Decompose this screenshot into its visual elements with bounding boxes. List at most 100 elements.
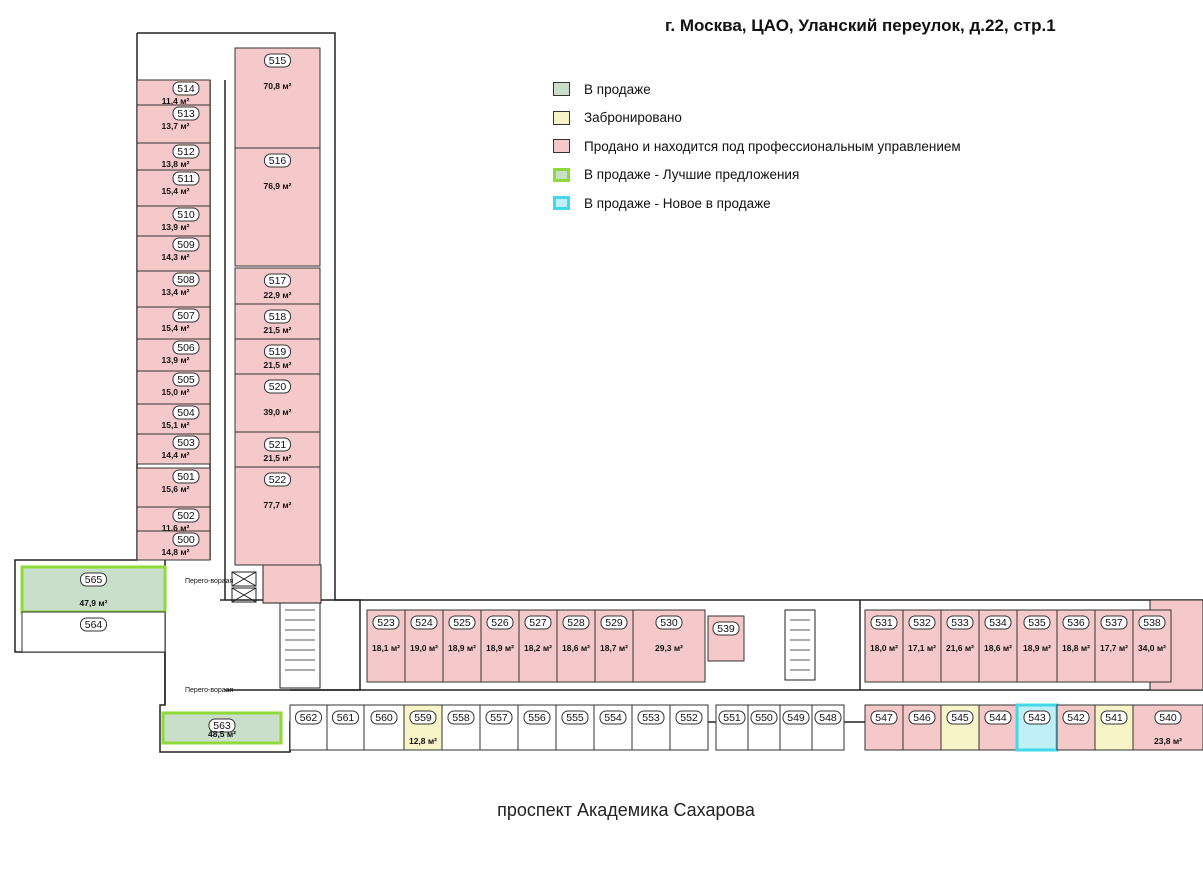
legend-swatch-sold xyxy=(553,139,570,154)
room-558[interactable]: 558 xyxy=(441,704,481,751)
room-number: 552 xyxy=(680,712,698,724)
room-area: 48,5 м² xyxy=(208,729,236,739)
room-area: 70,8 м² xyxy=(263,81,291,91)
room-561[interactable]: 561 xyxy=(326,704,365,751)
room-545[interactable]: 545 xyxy=(940,704,980,751)
room-560[interactable]: 560 xyxy=(363,704,405,751)
room-area: 17,7 м² xyxy=(1100,643,1128,653)
room-548[interactable]: 548 xyxy=(811,704,845,751)
room-number: 538 xyxy=(1143,617,1161,629)
room-555[interactable]: 555 xyxy=(555,704,595,751)
room-area: 39,0 м² xyxy=(263,407,291,417)
room-562[interactable]: 562 xyxy=(289,704,328,751)
room-543[interactable]: 543 xyxy=(1015,703,1059,752)
room-556[interactable]: 556 xyxy=(517,704,557,751)
room-number-badge xyxy=(561,710,589,725)
room-number: 517 xyxy=(269,275,287,287)
room-number: 550 xyxy=(755,712,773,724)
room-544[interactable]: 544 xyxy=(978,704,1018,751)
room-area: 18,7 м² xyxy=(600,643,628,653)
room-area: 18,6 м² xyxy=(984,643,1012,653)
room-number: 549 xyxy=(787,712,805,724)
room-550[interactable]: 550 xyxy=(747,704,781,751)
room-number: 564 xyxy=(85,619,103,631)
room-area: 15,1 м² xyxy=(161,420,189,430)
room-number-badge xyxy=(718,710,746,725)
room-number-badge xyxy=(80,572,107,587)
room-541[interactable]: 541 xyxy=(1094,704,1134,751)
room-549[interactable]: 549 xyxy=(779,704,813,751)
room-number-badge xyxy=(637,710,665,725)
room-number: 522 xyxy=(269,474,287,486)
room-number-badge xyxy=(1062,615,1090,630)
legend-label: В продаже - Лучшие предложения xyxy=(584,167,800,183)
room-552[interactable]: 552 xyxy=(669,704,709,751)
room-area: 15,4 м² xyxy=(161,323,189,333)
room-area: 22,9 м² xyxy=(263,290,291,300)
room-area: 13,7 м² xyxy=(161,121,189,131)
room-547[interactable]: 547 xyxy=(864,704,904,751)
room-546[interactable]: 546 xyxy=(902,704,942,751)
room-553[interactable]: 553 xyxy=(631,704,671,751)
room-554[interactable]: 554 xyxy=(593,704,633,751)
room-area: 14,4 м² xyxy=(161,450,189,460)
room-area: 19,0 м² xyxy=(410,643,438,653)
meeting-room-label: Перего-вораая xyxy=(185,578,234,585)
room-542[interactable]: 542 xyxy=(1056,704,1096,751)
room-number-badge xyxy=(1023,710,1051,725)
room-number: 506 xyxy=(177,342,195,354)
room-number: 541 xyxy=(1105,712,1123,724)
room-area: 12,8 м² xyxy=(409,736,437,746)
room-shape xyxy=(234,147,321,267)
room-551[interactable]: 551 xyxy=(715,704,749,751)
room-539[interactable]: 539 xyxy=(707,615,745,662)
room-number: 542 xyxy=(1067,712,1085,724)
room-557[interactable]: 557 xyxy=(479,704,519,751)
room-564[interactable]: 564 xyxy=(21,611,166,653)
room-517[interactable]: 517 22,9 м² xyxy=(234,267,321,305)
room-number-badge xyxy=(172,308,200,323)
